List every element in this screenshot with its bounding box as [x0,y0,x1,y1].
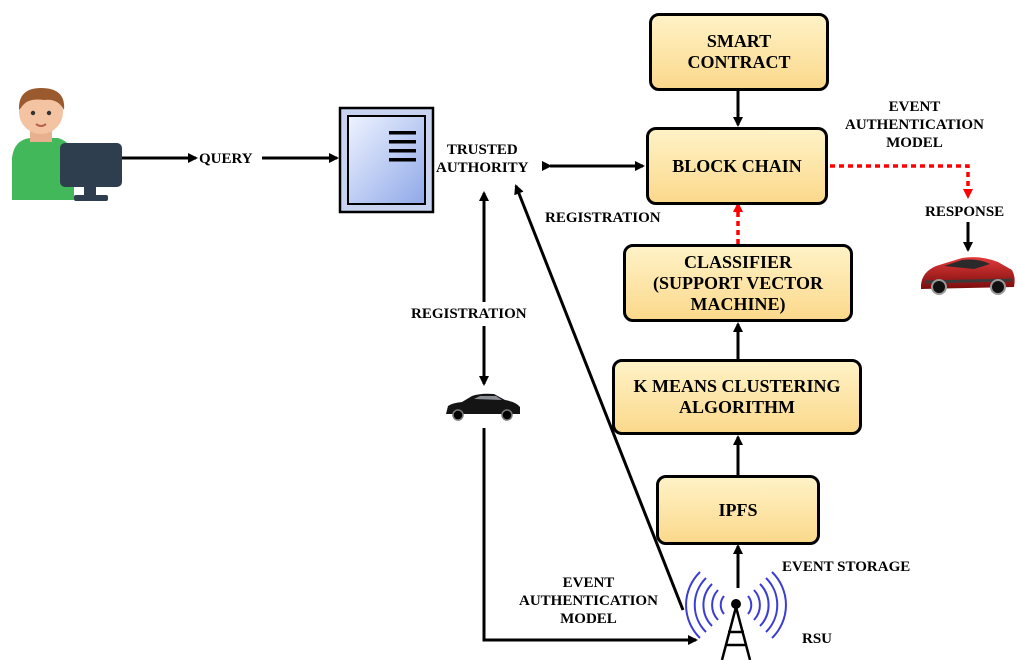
event-auth-top-line-2: AUTHENTICATION [845,117,984,133]
ipfs-box: IPFS [656,475,820,545]
response-label: RESPONSE [925,204,1005,220]
query-label: QUERY [199,151,253,167]
classifier-line-2: (SUPPORT VECTOR [653,272,823,293]
dotted-arrows [733,164,973,244]
registration-top-label: REGISTRATION [545,210,661,226]
classifier-box: CLASSIFIER (SUPPORT VECTOR MACHINE) [623,244,853,322]
arrow-car-to-rsu [482,428,698,645]
rsu-tower-icon [685,571,787,660]
block-chain-box: BLOCK CHAIN [646,127,828,205]
event-storage-label: EVENT STORAGE [782,559,911,575]
server-icon [338,106,435,214]
event-auth-bottom-line-2: AUTHENTICATION [519,593,658,609]
user-at-computer-icon [12,88,122,201]
kmeans-line-1: K MEANS CLUSTERING [633,376,841,396]
smart-contract-line-1: SMART [706,31,772,51]
event-auth-model-top-label: EVENT AUTHENTICATION MODEL [845,98,984,152]
kmeans-line-2: ALGORITHM [678,397,795,417]
car-icon [446,393,520,421]
smart-contract-box: SMART CONTRACT [649,13,829,91]
trusted-authority-label: TRUSTED AUTHORITY [436,141,529,177]
smart-contract-line-2: CONTRACT [687,52,791,72]
trusted-authority-line-2: AUTHORITY [436,160,529,176]
kmeans-box: K MEANS CLUSTERING ALGORITHM [612,359,862,435]
rsu-label: RSU [802,631,833,647]
classifier-line-3: MACHINE) [690,293,786,314]
ipfs-label: IPFS [718,499,758,520]
registration-left-label: REGISTRATION [411,306,527,322]
block-chain-label: BLOCK CHAIN [672,155,802,176]
event-auth-top-line-3: MODEL [886,135,943,151]
event-auth-bottom-line-1: EVENT [562,575,615,591]
sports-car-icon [921,257,1015,295]
trusted-authority-line-1: TRUSTED [446,142,518,158]
arrows [122,91,973,645]
arrow-rsu-to-authority [514,184,685,611]
event-auth-bottom-line-3: MODEL [560,611,617,627]
dotted-arrow-blockchain-to-response [812,164,973,199]
classifier-line-1: CLASSIFIER [683,251,793,272]
event-auth-top-line-1: EVENT [888,99,941,115]
event-auth-model-bottom-label: EVENT AUTHENTICATION MODEL [519,574,658,628]
